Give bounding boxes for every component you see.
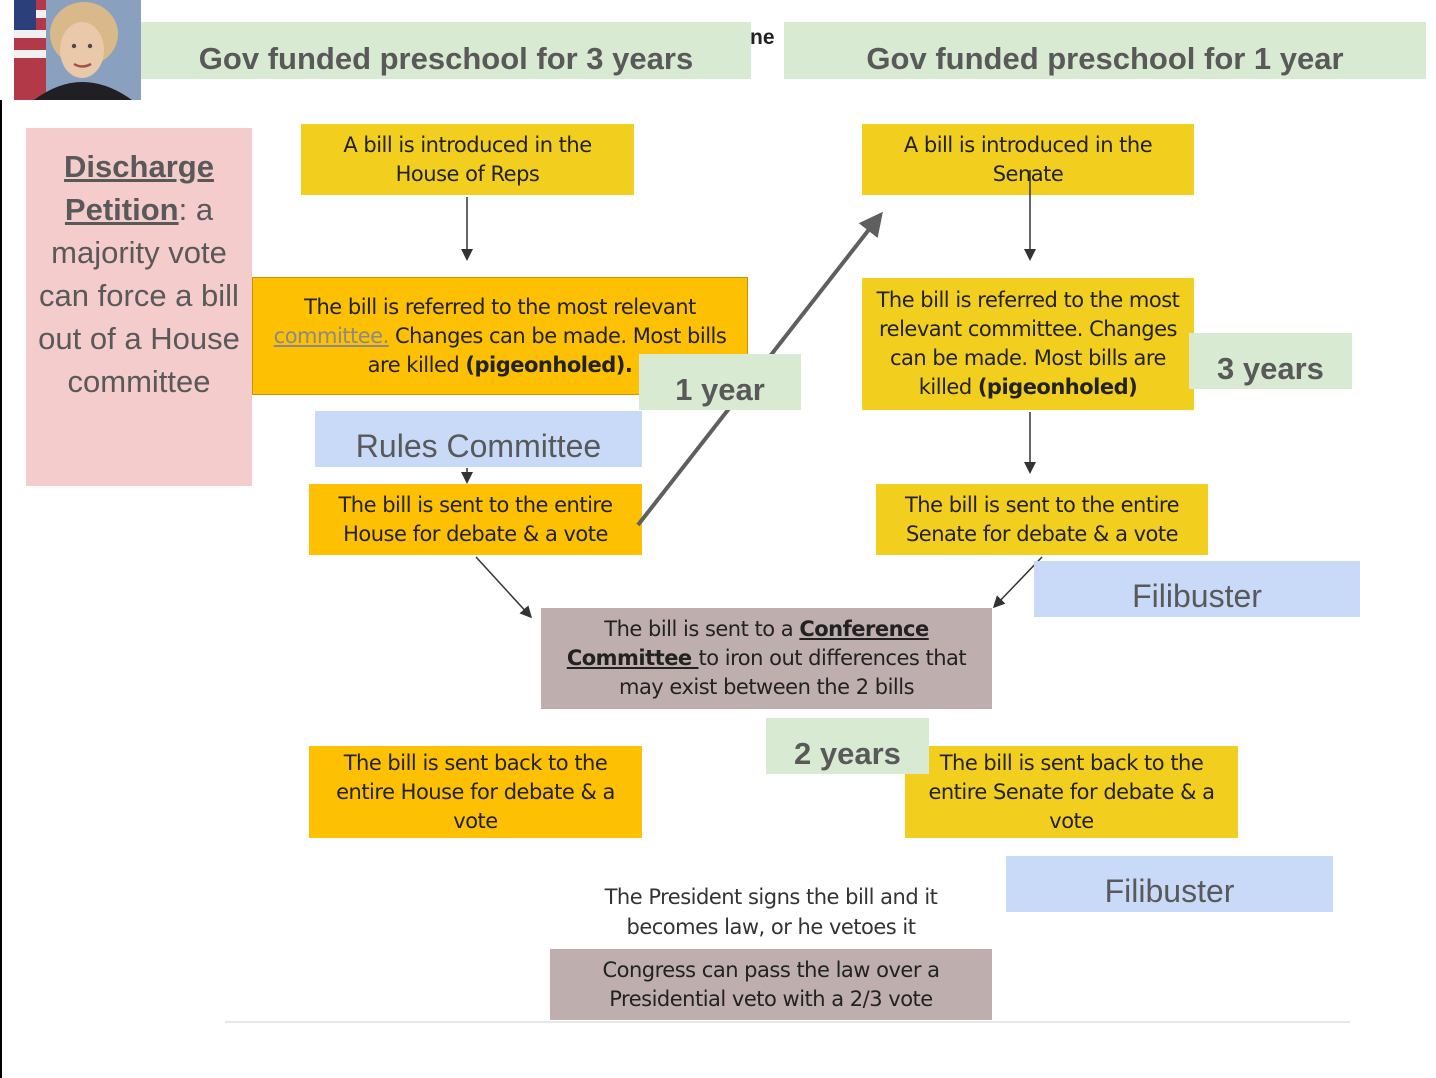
senate-entire-box: The bill is sent to the entire Senate fo… [876, 484, 1208, 555]
senate-referred-text: The bill is referred to the most relevan… [872, 286, 1184, 402]
house-entire-box: The bill is sent to the entire House for… [309, 484, 642, 555]
label-rules-committee: Rules Committee [315, 411, 642, 467]
senate-referred-bold: (pigeonholed) [977, 375, 1138, 399]
label-one-year: 1 year [639, 354, 801, 410]
conference-committee-box: The bill is sent to a Conference Committ… [541, 608, 992, 709]
label-filibuster-1: Filibuster [1034, 561, 1360, 617]
house-referred-part-b: Changes can be made. Most bills are kill… [367, 323, 727, 377]
banner-right-text: Gov funded preschool for 1 year [866, 41, 1344, 76]
label-one-year-text: 1 year [675, 372, 765, 407]
senate-referred-box: The bill is referred to the most relevan… [862, 278, 1194, 410]
conference-text: The bill is sent to a Conference Committ… [561, 615, 972, 702]
label-rules-committee-text: Rules Committee [355, 428, 602, 464]
label-three-years: 3 years [1189, 333, 1352, 389]
house-referred-text: The bill is referred to the most relevan… [267, 293, 733, 380]
senate-referred-part-a: The bill is referred to the most relevan… [876, 288, 1180, 399]
label-three-years-text: 3 years [1217, 351, 1324, 386]
conference-part-b: to iron out differences that may exist b… [618, 646, 967, 699]
left-rule [0, 100, 2, 1078]
label-filibuster-1-text: Filibuster [1132, 578, 1262, 614]
label-two-years: 2 years [766, 718, 929, 774]
veto-override-box: Congress can pass the law over a Preside… [550, 949, 992, 1020]
conference-part-a: The bill is sent to a [604, 617, 800, 641]
banner-left: Gov funded preschool for 3 years [141, 22, 751, 79]
house-introduced-box: A bill is introduced in the House of Rep… [301, 124, 634, 195]
senate-entire-text: The bill is sent to the entire Senate fo… [904, 492, 1180, 546]
senate-back-box: The bill is sent back to the entire Sena… [905, 746, 1238, 838]
committee-link[interactable]: committee. [273, 323, 390, 348]
house-back-box: The bill is sent back to the entire Hous… [309, 746, 642, 838]
bottom-rule [225, 1021, 1350, 1023]
house-referred-bold: (pigeonholed). [465, 352, 633, 377]
house-referred-part-a: The bill is referred to the most relevan… [304, 294, 696, 319]
house-entire-text: The bill is sent to the entire House for… [338, 492, 613, 546]
arrow-house-to-conference [475, 556, 533, 619]
banner-right: Gov funded preschool for 1 year [784, 22, 1426, 79]
veto-override-text: Congress can pass the law over a Preside… [602, 957, 940, 1011]
discharge-term: Discharge Petition [64, 149, 214, 227]
banner-left-text: Gov funded preschool for 3 years [198, 41, 694, 76]
title-fragment: ne [750, 26, 775, 49]
senate-introduced-text: A bill is introduced in the Senate [903, 132, 1153, 186]
senate-back-text: The bill is sent back to the entire Sena… [928, 750, 1215, 833]
senate-introduced-box: A bill is introduced in the Senate [862, 124, 1194, 195]
label-filibuster-2-text: Filibuster [1104, 873, 1235, 909]
label-filibuster-2: Filibuster [1006, 856, 1333, 912]
discharge-petition-box: Discharge Petition: a majority vote can … [26, 128, 252, 486]
house-back-text: The bill is sent back to the entire Hous… [336, 750, 615, 833]
president-text: The President signs the bill and it beco… [604, 885, 938, 939]
profile-photo [14, 0, 141, 100]
house-introduced-text: A bill is introduced in the House of Rep… [343, 132, 592, 186]
house-referred-box: The bill is referred to the most relevan… [252, 277, 748, 395]
label-two-years-text: 2 years [794, 736, 901, 771]
discharge-text: : a majority vote can force a bill out o… [38, 192, 240, 399]
conference-term: Conference Committee [566, 617, 929, 670]
